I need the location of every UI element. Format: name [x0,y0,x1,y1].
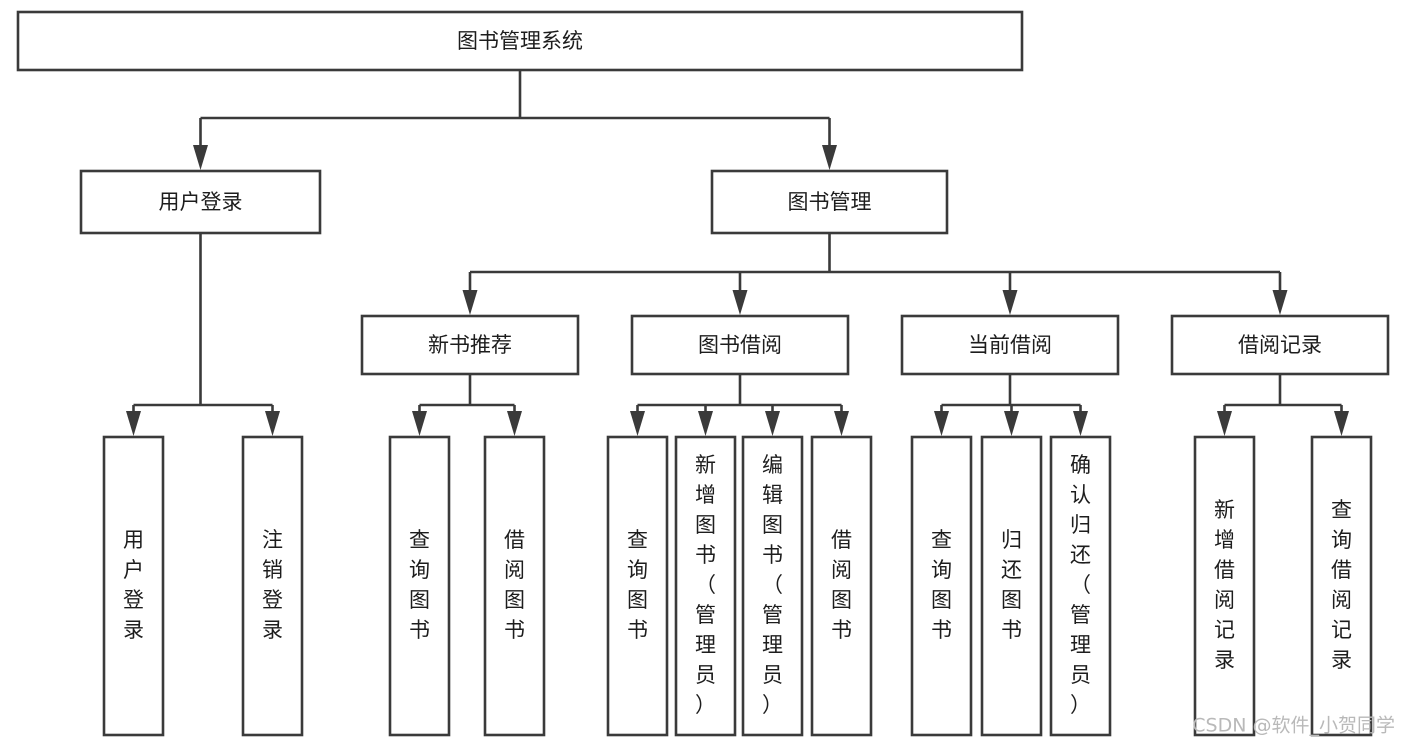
node-label: 图书借阅 [698,333,782,357]
arrow-head-icon [1272,290,1288,315]
node-leaf-borrow-book-rec[interactable]: 借阅图书 [483,435,546,737]
arrow-head-icon [193,145,208,170]
node-box[interactable] [483,435,546,737]
node-label: 借阅图书 [831,528,852,642]
node-label: 图书管理 [788,190,872,214]
node-box[interactable] [910,435,973,737]
node-new-book-recommend[interactable]: 新书推荐 [360,314,580,376]
node-box[interactable] [674,435,737,737]
node-label: 查询图书 [627,528,648,642]
arrow-head-icon [462,290,478,315]
node-leaf-query-book-current[interactable]: 查询图书 [910,435,973,737]
edge-layer [126,70,1349,436]
arrow-head-icon [765,411,780,436]
node-box[interactable] [810,435,873,737]
node-leaf-confirm-return-admin[interactable]: 确认归还（管理员） [1049,435,1112,737]
node-label: 查询借阅记录 [1331,498,1352,672]
node-label: 查询图书 [409,528,430,642]
arrow-head-icon [834,411,849,436]
arrow-head-icon [630,411,645,436]
node-box[interactable] [710,169,949,235]
edge-group-user-login [126,233,280,436]
node-label: 编辑图书（管理员） [762,453,783,717]
edge-group-new-book-recommend [412,374,522,436]
node-label: 查询图书 [931,528,952,642]
node-label: 借阅记录 [1238,333,1322,357]
arrow-head-icon [822,145,837,170]
node-box[interactable] [102,435,165,737]
node-label: 用户登录 [123,528,144,642]
arrow-head-icon [1334,411,1349,436]
node-box[interactable] [630,314,850,376]
arrow-head-icon [1217,411,1232,436]
node-leaf-borrow-book[interactable]: 借阅图书 [810,435,873,737]
node-leaf-query-borrow-record[interactable]: 查询借阅记录 [1310,435,1373,737]
arrow-head-icon [265,411,280,436]
arrow-head-icon [1002,290,1018,315]
node-label: 当前借阅 [968,333,1052,357]
node-box[interactable] [741,435,804,737]
edge-group-book-manage [462,233,1288,315]
node-user-login[interactable]: 用户登录 [79,169,322,235]
arrow-head-icon [698,411,713,436]
node-box[interactable] [79,169,322,235]
node-box[interactable] [360,314,580,376]
arrow-head-icon [732,290,748,315]
node-label: 注销登录 [262,528,283,642]
node-box[interactable] [1170,314,1390,376]
arrow-head-icon [1073,411,1088,436]
watermark: CSDN @软件_小贺同学 [1192,715,1395,737]
node-box[interactable] [1193,435,1256,737]
node-box[interactable] [606,435,669,737]
arrow-head-icon [1004,411,1019,436]
arrow-head-icon [126,411,141,436]
node-borrow-record[interactable]: 借阅记录 [1170,314,1390,376]
arrow-head-icon [507,411,522,436]
node-book-manage[interactable]: 图书管理 [710,169,949,235]
edge-group-current-borrow [934,374,1088,436]
node-leaf-logout[interactable]: 注销登录 [241,435,304,737]
node-box[interactable] [1049,435,1112,737]
node-leaf-user-login[interactable]: 用户登录 [102,435,165,737]
node-box[interactable] [16,10,1024,72]
arrow-head-icon [934,411,949,436]
node-box[interactable] [980,435,1043,737]
node-label: 新增借阅记录 [1214,498,1235,672]
node-label: 借阅图书 [504,528,525,642]
node-leaf-add-borrow-record[interactable]: 新增借阅记录 [1193,435,1256,737]
node-leaf-edit-book-admin[interactable]: 编辑图书（管理员） [741,435,804,737]
node-current-borrow[interactable]: 当前借阅 [900,314,1120,376]
node-box[interactable] [241,435,304,737]
node-box[interactable] [388,435,451,737]
edge-group-root [193,70,837,170]
node-label: 图书管理系统 [457,29,583,53]
node-leaf-return-book[interactable]: 归还图书 [980,435,1043,737]
node-layer: 图书管理系统用户登录图书管理新书推荐图书借阅当前借阅借阅记录用户登录注销登录查询… [16,10,1390,737]
node-book-borrow[interactable]: 图书借阅 [630,314,850,376]
node-leaf-query-book-rec[interactable]: 查询图书 [388,435,451,737]
edge-group-book-borrow [630,374,849,436]
node-label: 新增图书（管理员） [695,453,716,717]
node-label: 用户登录 [159,190,243,214]
node-label: 新书推荐 [428,333,512,357]
node-box[interactable] [900,314,1120,376]
node-leaf-add-book-admin[interactable]: 新增图书（管理员） [674,435,737,737]
arrow-head-icon [412,411,427,436]
node-root[interactable]: 图书管理系统 [16,10,1024,72]
node-box[interactable] [1310,435,1373,737]
node-label: 归还图书 [1001,528,1022,642]
node-leaf-query-book-borrow[interactable]: 查询图书 [606,435,669,737]
edge-group-borrow-record [1217,374,1349,436]
node-label: 确认归还（管理员） [1070,453,1091,717]
